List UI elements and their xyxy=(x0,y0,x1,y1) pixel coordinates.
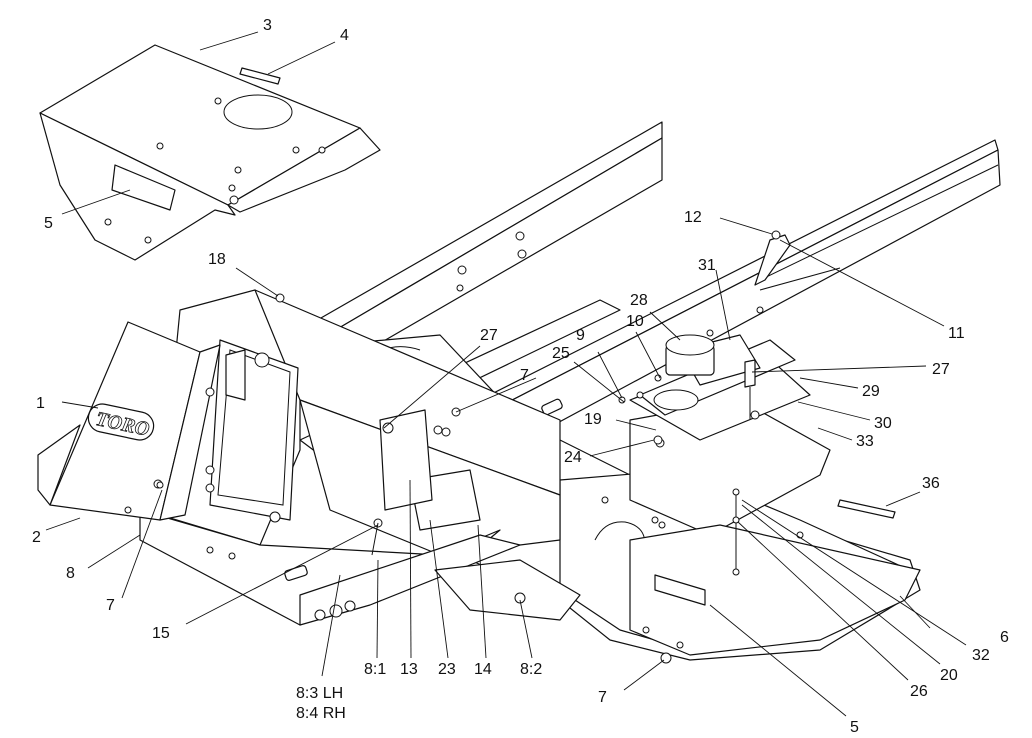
callout-11: 11 xyxy=(948,325,965,342)
callout-3: 3 xyxy=(263,17,272,34)
callout-33: 33 xyxy=(856,433,874,450)
callout-15: 15 xyxy=(152,625,170,642)
callout-7-left: 7 xyxy=(106,597,115,614)
callout-27-right: 27 xyxy=(932,361,950,378)
leader-lines xyxy=(45,31,967,717)
callout-5-hood: 5 xyxy=(44,215,53,232)
callout-4: 4 xyxy=(340,27,349,44)
linkage-rod xyxy=(754,230,841,291)
callout-8-2: 8:2 xyxy=(520,661,542,678)
callout-labels: 1 2 3 4 5 5 6 7 7 7 8 9 10 11 12 13 14 1… xyxy=(32,17,1009,736)
callout-27-center: 27 xyxy=(480,327,498,344)
callout-8: 8 xyxy=(66,565,75,582)
callout-31: 31 xyxy=(698,257,716,274)
callout-28: 28 xyxy=(630,292,648,309)
callout-8-4-rh: 8:4 RH xyxy=(296,705,346,722)
callout-8-1: 8:1 xyxy=(364,661,386,678)
callout-12: 12 xyxy=(684,209,702,226)
callout-23: 23 xyxy=(438,661,456,678)
callout-7-center: 7 xyxy=(520,367,529,384)
callout-24: 24 xyxy=(564,449,582,466)
callout-18: 18 xyxy=(208,251,226,268)
callout-10: 10 xyxy=(626,313,644,330)
callout-30: 30 xyxy=(874,415,892,432)
callout-29: 29 xyxy=(862,383,880,400)
right-side-cover xyxy=(629,499,921,656)
callout-2: 2 xyxy=(32,529,41,546)
callout-14: 14 xyxy=(474,661,492,678)
right-tower xyxy=(629,334,831,536)
callout-13: 13 xyxy=(400,661,418,678)
callout-5-side: 5 xyxy=(850,719,859,736)
callout-32: 32 xyxy=(972,647,990,664)
callout-9: 9 xyxy=(576,327,585,344)
control-tower-frame xyxy=(139,289,581,626)
callout-6: 6 xyxy=(1000,629,1009,646)
callout-7-bottom: 7 xyxy=(598,689,607,706)
callout-20: 20 xyxy=(940,667,958,684)
callout-8-3-lh: 8:3 LH xyxy=(296,685,343,702)
callout-26: 26 xyxy=(910,683,928,700)
left-front-cover: TORO xyxy=(37,321,221,521)
callout-1: 1 xyxy=(36,395,45,412)
hardware xyxy=(156,293,740,664)
callout-19: 19 xyxy=(584,411,602,428)
callout-25: 25 xyxy=(552,345,570,362)
top-hood xyxy=(39,44,381,261)
callout-36: 36 xyxy=(922,475,940,492)
